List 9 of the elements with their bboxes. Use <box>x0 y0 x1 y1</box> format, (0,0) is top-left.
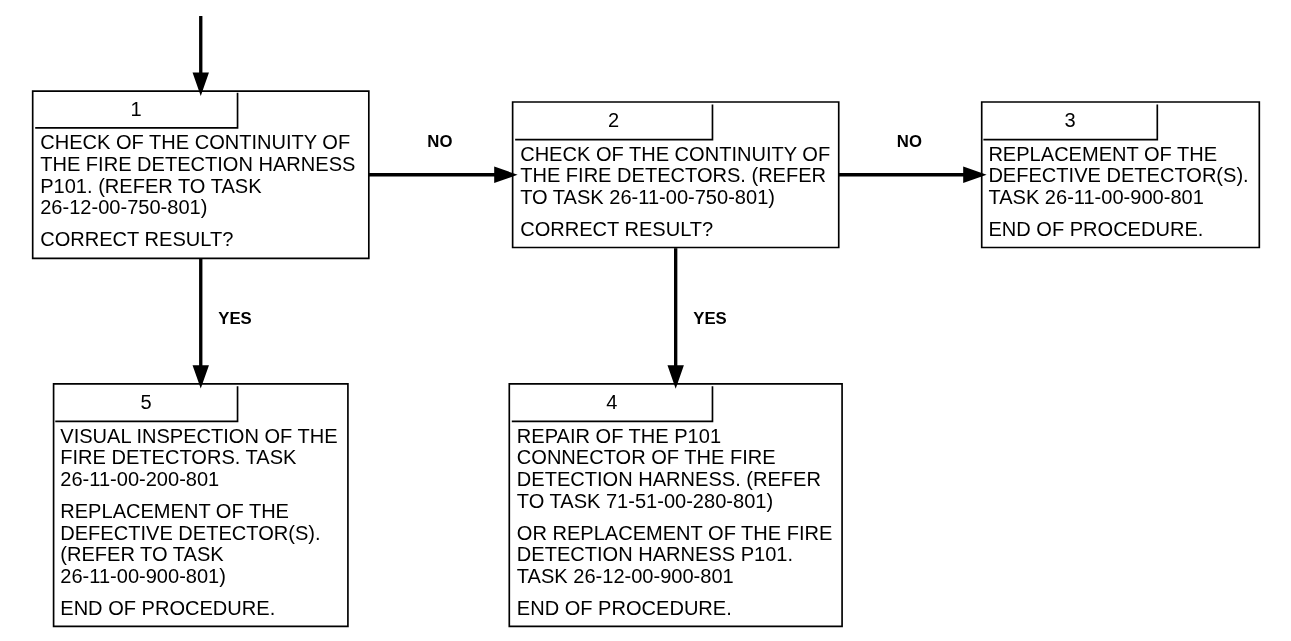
arrow <box>838 166 987 183</box>
edge-label: YES <box>692 309 727 329</box>
edge-label: NO <box>426 132 452 152</box>
arrow <box>192 16 209 96</box>
arrow <box>666 248 684 389</box>
edge-label: NO <box>896 132 922 152</box>
arrow <box>368 166 518 183</box>
edge-label: YES <box>217 309 252 329</box>
arrow <box>192 258 209 389</box>
